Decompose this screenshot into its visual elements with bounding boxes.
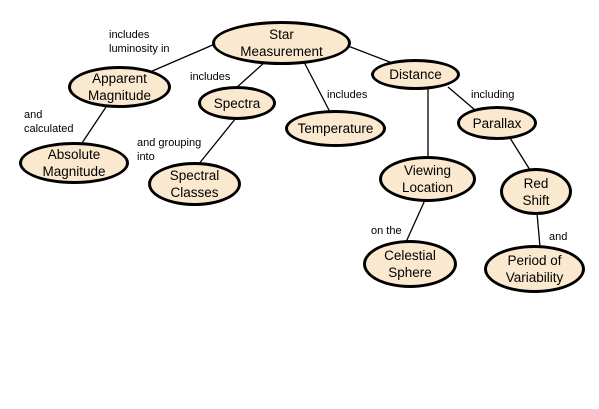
node-parallax-label: Parallax (472, 115, 522, 131)
link-star-to-spectra (235, 61, 266, 89)
node-red-shift-label: Red Shift (522, 175, 550, 208)
link-star-to-temperature (303, 61, 331, 113)
node-absolute-magnitude-label: Absolute Magnitude (42, 147, 106, 179)
label-includes-temperature: includes (327, 89, 368, 101)
link-viewing-to-celestial (405, 199, 426, 243)
node-celestial-sphere-label: Celestial Sphere (384, 248, 436, 280)
node-absolute-magnitude: Absolute Magnitude (19, 142, 129, 184)
link-star-to-distance (347, 45, 396, 65)
node-star-measurement-label: Star Measurement (240, 27, 323, 59)
link-distance-to-parallax (447, 86, 476, 111)
node-apparent-magnitude-label: Apparent Magnitude (87, 71, 152, 103)
node-distance: Distance (371, 59, 460, 90)
node-viewing-location-label: Viewing Location (401, 163, 454, 195)
node-period-of-variability: Period of Variability (484, 245, 585, 293)
node-parallax: Parallax (457, 106, 537, 140)
node-distance-label: Distance (389, 67, 442, 82)
node-spectra: Spectra (198, 86, 276, 120)
link-star-to-apparent (149, 43, 216, 73)
link-apparent-to-absolute (79, 103, 109, 147)
label-and: and (549, 231, 568, 243)
node-viewing-location: Viewing Location (379, 156, 476, 202)
node-apparent-magnitude: Apparent Magnitude (68, 66, 171, 108)
node-temperature-label: Temperature (297, 121, 374, 136)
link-redshift-to-period (536, 212, 541, 248)
node-celestial-sphere: Celestial Sphere (363, 240, 457, 288)
node-temperature: Temperature (285, 110, 386, 147)
link-spectra-to-spectral-classes (197, 117, 237, 166)
node-spectral-classes: Spectral Classes (148, 162, 241, 206)
label-on-the: on the (371, 225, 402, 237)
node-star-measurement: Star Measurement (212, 21, 351, 65)
node-spectra-label: Spectra (213, 95, 261, 111)
node-red-shift: Red Shift (500, 168, 572, 215)
label-and-calculated: and calculated (24, 109, 74, 135)
label-includes-luminosity-in: includes luminosity in (109, 29, 170, 55)
label-including: including (471, 89, 515, 101)
node-period-of-variability-label: Period of Variability (505, 253, 564, 285)
label-includes-spectra: includes (190, 71, 231, 83)
label-and-grouping-into: and grouping into (137, 137, 202, 163)
node-spectral-classes-label: Spectral Classes (169, 168, 220, 200)
link-parallax-to-redshift (509, 137, 531, 171)
